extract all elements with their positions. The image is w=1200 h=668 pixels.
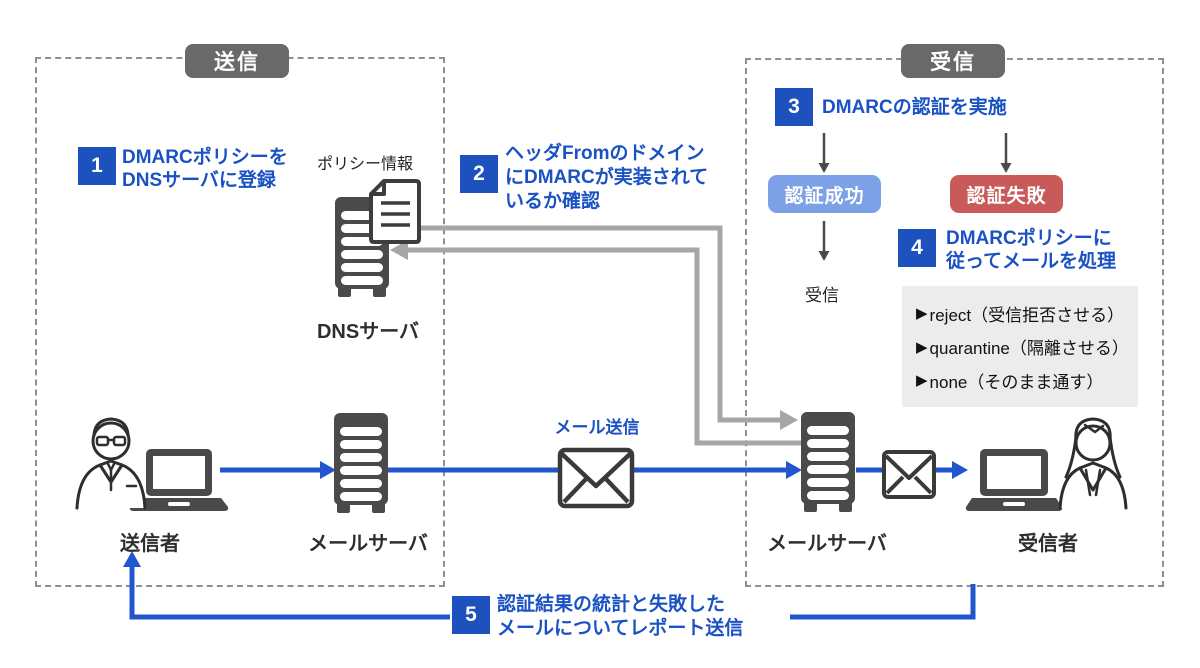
dns-server-label: DNSサーバ [316, 321, 420, 343]
step-3-line-1: DMARCの認証を実施 [822, 97, 1007, 118]
report-feedback-arrow [123, 551, 976, 620]
step-1-line-1: DMARCポリシーを [122, 147, 288, 168]
step-5-number: 5 [465, 603, 477, 626]
success-to-receive-arrow [818, 221, 830, 261]
step-4-line-1: DMARCポリシーに [946, 228, 1112, 249]
receive-section-pill: 受信 [901, 44, 1005, 78]
receive-result-label: 受信 [805, 286, 839, 305]
policy-item-none: ▶ none（そのまま通す） [916, 368, 1138, 393]
step-3-text: DMARCの認証を実施 [822, 96, 1007, 119]
step-4-text: DMARCポリシーに 従ってメールを処理 [946, 227, 1116, 273]
dns-response-arrow [420, 225, 798, 430]
small-envelope-icon [882, 450, 936, 499]
dns-query-arrow [390, 240, 802, 446]
triangle-bullet-icon: ▶ [916, 305, 928, 322]
step-2-line-3: いるか確認 [505, 191, 601, 212]
policy-item-reject-text: reject（受信拒否させる） [929, 305, 1125, 325]
mail-send-label: メール送信 [554, 418, 640, 437]
step-2-line-2: にDMARCが実装されて [505, 167, 709, 188]
step-1-number: 1 [91, 154, 103, 177]
send-section-pill: 送信 [185, 44, 289, 78]
step-3-badge: 3 [775, 88, 813, 126]
sender-person-icon [75, 417, 147, 510]
step-4-badge: 4 [898, 229, 936, 267]
step-2-badge: 2 [460, 155, 498, 193]
auth-fail-label: 認証失敗 [966, 185, 1047, 207]
step-2-text: ヘッダFromのドメイン にDMARCが実装されて いるか確認 [505, 142, 708, 214]
step-2-line-1: ヘッダFromのドメイン [505, 143, 705, 164]
policy-document-icon [369, 179, 421, 244]
mail-envelope-icon [557, 447, 635, 509]
step-1-line-2: DNSサーバに登録 [122, 170, 276, 191]
policy-item-quarantine-text: quarantine（隔離させる） [929, 339, 1129, 358]
policy-item-reject: ▶ reject（受信拒否させる） [916, 301, 1138, 326]
mail-server-receive-label: メールサーバ [767, 533, 887, 555]
mail-server-send-icon [334, 413, 388, 513]
receiver-person-icon [1058, 417, 1128, 510]
receive-section-label: 受信 [930, 51, 976, 74]
policy-info-label: ポリシー情報 [316, 156, 413, 173]
sender-label: 送信者 [120, 533, 180, 555]
step-5-line-2: メールについてレポート送信 [497, 618, 744, 639]
step-1-badge: 1 [78, 147, 116, 185]
auth-success-branch-arrow [818, 133, 830, 173]
mail-server-receive-icon [801, 412, 855, 512]
sender-to-server-arrow [220, 461, 336, 479]
receiver-label: 受信者 [1018, 533, 1078, 555]
policy-item-none-text: none（そのまま通す） [929, 372, 1104, 392]
step-4-number: 4 [911, 236, 923, 259]
step-2-number: 2 [473, 162, 485, 185]
auth-fail-box: 認証失敗 [950, 175, 1063, 213]
step-3-number: 3 [788, 95, 800, 118]
triangle-bullet-icon: ▶ [916, 372, 928, 389]
send-section-label: 送信 [214, 51, 260, 74]
receiver-laptop-icon [965, 449, 1063, 511]
step-5-line-1: 認証結果の統計と失敗した [497, 594, 726, 615]
auth-success-label: 認証成功 [784, 185, 865, 207]
step-1-text: DMARCポリシーを DNSサーバに登録 [122, 146, 288, 192]
sender-laptop-icon [129, 449, 229, 511]
auth-fail-branch-arrow [1000, 133, 1012, 173]
step-5-text: 認証結果の統計と失敗した メールについてレポート送信 [497, 593, 743, 641]
triangle-bullet-icon: ▶ [916, 338, 928, 356]
auth-success-box: 認証成功 [768, 175, 881, 213]
policy-options-panel: ▶ reject（受信拒否させる） ▶ quarantine（隔離させる） ▶ … [902, 286, 1138, 407]
step-4-line-2: 従ってメールを処理 [946, 251, 1117, 272]
policy-item-quarantine: ▶ quarantine（隔離させる） [916, 334, 1138, 359]
step-5-badge: 5 [452, 596, 490, 634]
mail-server-send-label: メールサーバ [308, 533, 428, 555]
